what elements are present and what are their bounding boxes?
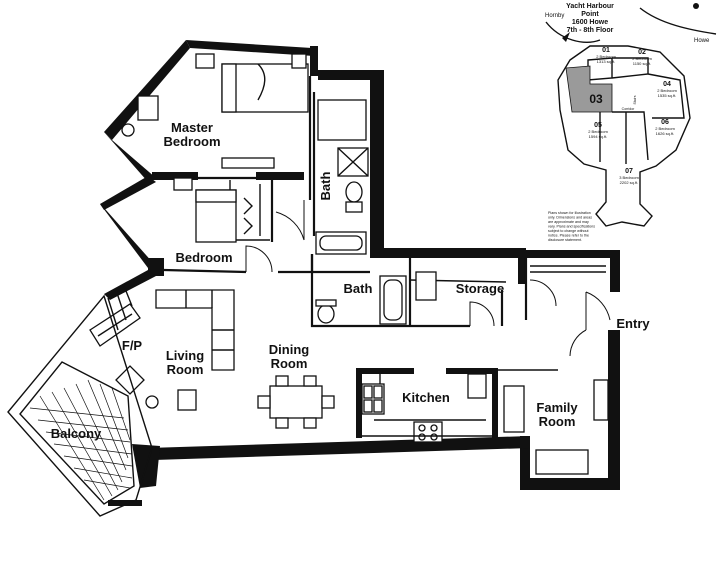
svg-text:1600 Howe: 1600 Howe bbox=[572, 19, 608, 26]
compass-dot bbox=[693, 3, 699, 9]
key-plan-disclaimer: Plans shown for illustration only. Dimen… bbox=[548, 211, 595, 242]
upper-bath-fixtures bbox=[315, 99, 369, 255]
room-labels: Master Bedroom Bath Bedroom Bath Storage… bbox=[51, 120, 651, 441]
corridor-label: Corridor bbox=[622, 107, 635, 111]
svg-text:01: 01 bbox=[602, 47, 610, 54]
unit-04: 04 2 Bedroom 1535 sq.ft. bbox=[657, 81, 677, 98]
svg-text:1535 sq.ft.: 1535 sq.ft. bbox=[658, 93, 677, 98]
storage-label: Storage bbox=[456, 281, 504, 296]
master-bedroom-label: Master bbox=[171, 120, 213, 135]
svg-text:1313 sq.ft.: 1313 sq.ft. bbox=[597, 59, 616, 64]
exterior-walls bbox=[100, 40, 620, 506]
unit-03-highlight bbox=[565, 65, 613, 113]
master-bedroom-label-2: Bedroom bbox=[163, 134, 220, 149]
svg-text:only. Dimensions and areas: only. Dimensions and areas bbox=[548, 216, 592, 220]
master-chair bbox=[137, 95, 159, 121]
street-hornby-label: Hornby bbox=[545, 13, 564, 19]
dining-room-label-2: Room bbox=[271, 356, 308, 371]
living-side-table bbox=[145, 395, 159, 409]
unit-divisions bbox=[587, 57, 685, 164]
door-swings bbox=[245, 200, 611, 357]
fireplace-label: F/P bbox=[122, 338, 143, 353]
svg-text:Yacht Harbour: Yacht Harbour bbox=[566, 3, 614, 10]
balcony bbox=[7, 285, 153, 517]
kitchen-label: Kitchen bbox=[402, 390, 450, 405]
street-curve-left bbox=[545, 21, 601, 43]
building-outline bbox=[557, 45, 691, 227]
living-armchair bbox=[177, 389, 197, 411]
key-plan: Yacht Harbour Point 1600 Howe 7th - 8th … bbox=[545, 3, 717, 242]
fireplace bbox=[89, 303, 141, 347]
svg-text:Plans shown for illustration: Plans shown for illustration bbox=[548, 211, 591, 215]
svg-text:2 Bedroom: 2 Bedroom bbox=[588, 129, 608, 134]
key-plan-title: Yacht Harbour Point 1600 Howe 7th - 8th … bbox=[566, 3, 614, 34]
svg-text:disclosure statement.: disclosure statement. bbox=[548, 238, 582, 242]
svg-text:2 Bedroom: 2 Bedroom bbox=[657, 88, 677, 93]
svg-text:Point: Point bbox=[581, 11, 599, 18]
svg-text:subject to change without: subject to change without bbox=[548, 229, 589, 233]
svg-text:1594 sq.ft.: 1594 sq.ft. bbox=[589, 134, 608, 139]
unit-07: 07 3 Bedroom 2202 sq.ft. bbox=[619, 168, 639, 185]
unit-02: 02 2 Bedroom 1150 sq.ft. bbox=[632, 49, 652, 66]
unit-06: 06 2 Bedroom 1626 sq.ft. bbox=[655, 119, 675, 136]
unit-03-label: 03 bbox=[589, 92, 603, 106]
unit-05: 05 2 Bedroom 1594 sq.ft. bbox=[588, 122, 608, 139]
upper-bath-label: Bath bbox=[318, 171, 333, 200]
street-howe-label: Howe bbox=[694, 38, 710, 44]
svg-text:2 Bedroom: 2 Bedroom bbox=[655, 126, 675, 131]
entry-label: Entry bbox=[616, 316, 650, 331]
lower-bath-label: Bath bbox=[344, 281, 373, 296]
kitchen-counters bbox=[361, 373, 492, 443]
svg-text:are approximate and may: are approximate and may bbox=[548, 220, 589, 224]
svg-text:04: 04 bbox=[663, 81, 671, 88]
svg-text:3 Bedroom: 3 Bedroom bbox=[619, 175, 639, 180]
living-room-label: Living bbox=[166, 348, 204, 363]
dining-room-label: Dining bbox=[269, 342, 309, 357]
living-sofa bbox=[155, 289, 235, 371]
balcony-label: Balcony bbox=[51, 426, 102, 441]
svg-text:1150 sq.ft.: 1150 sq.ft. bbox=[633, 61, 651, 66]
svg-text:2 Bedroom: 2 Bedroom bbox=[632, 56, 652, 61]
family-room-label: Family bbox=[536, 400, 578, 415]
svg-text:02: 02 bbox=[638, 49, 646, 56]
storage-water-heater bbox=[415, 271, 437, 301]
svg-text:06: 06 bbox=[661, 119, 669, 126]
master-side-table bbox=[121, 123, 135, 137]
street-curve-right bbox=[639, 7, 717, 35]
master-dresser bbox=[221, 157, 275, 169]
unit-01: 01 2 Bedroom 1313 sq.ft. bbox=[596, 47, 616, 64]
lower-bath-fixtures bbox=[315, 275, 407, 325]
svg-text:vary. Plans and specifications: vary. Plans and specifications bbox=[548, 225, 595, 229]
stairs-label: Stairs bbox=[633, 95, 637, 104]
svg-text:2202 sq.ft.: 2202 sq.ft. bbox=[620, 180, 639, 185]
family-room-furniture bbox=[503, 379, 609, 475]
master-bed bbox=[195, 53, 309, 113]
svg-text:notice. Please refer to the: notice. Please refer to the bbox=[548, 234, 589, 238]
living-room-label-2: Room bbox=[167, 362, 204, 377]
bedroom-label: Bedroom bbox=[175, 250, 232, 265]
balcony-tile-grid bbox=[29, 379, 133, 501]
svg-text:07: 07 bbox=[625, 168, 633, 175]
north-arrow-icon bbox=[562, 32, 570, 42]
svg-text:7th - 8th Floor: 7th - 8th Floor bbox=[567, 27, 614, 34]
dining-table bbox=[257, 375, 335, 429]
svg-text:2 Bedroom: 2 Bedroom bbox=[596, 54, 616, 59]
svg-text:1626 sq.ft.: 1626 sq.ft. bbox=[656, 131, 675, 136]
family-room-label-2: Room bbox=[539, 414, 576, 429]
bedroom-bed bbox=[173, 177, 261, 243]
svg-text:05: 05 bbox=[594, 122, 602, 129]
